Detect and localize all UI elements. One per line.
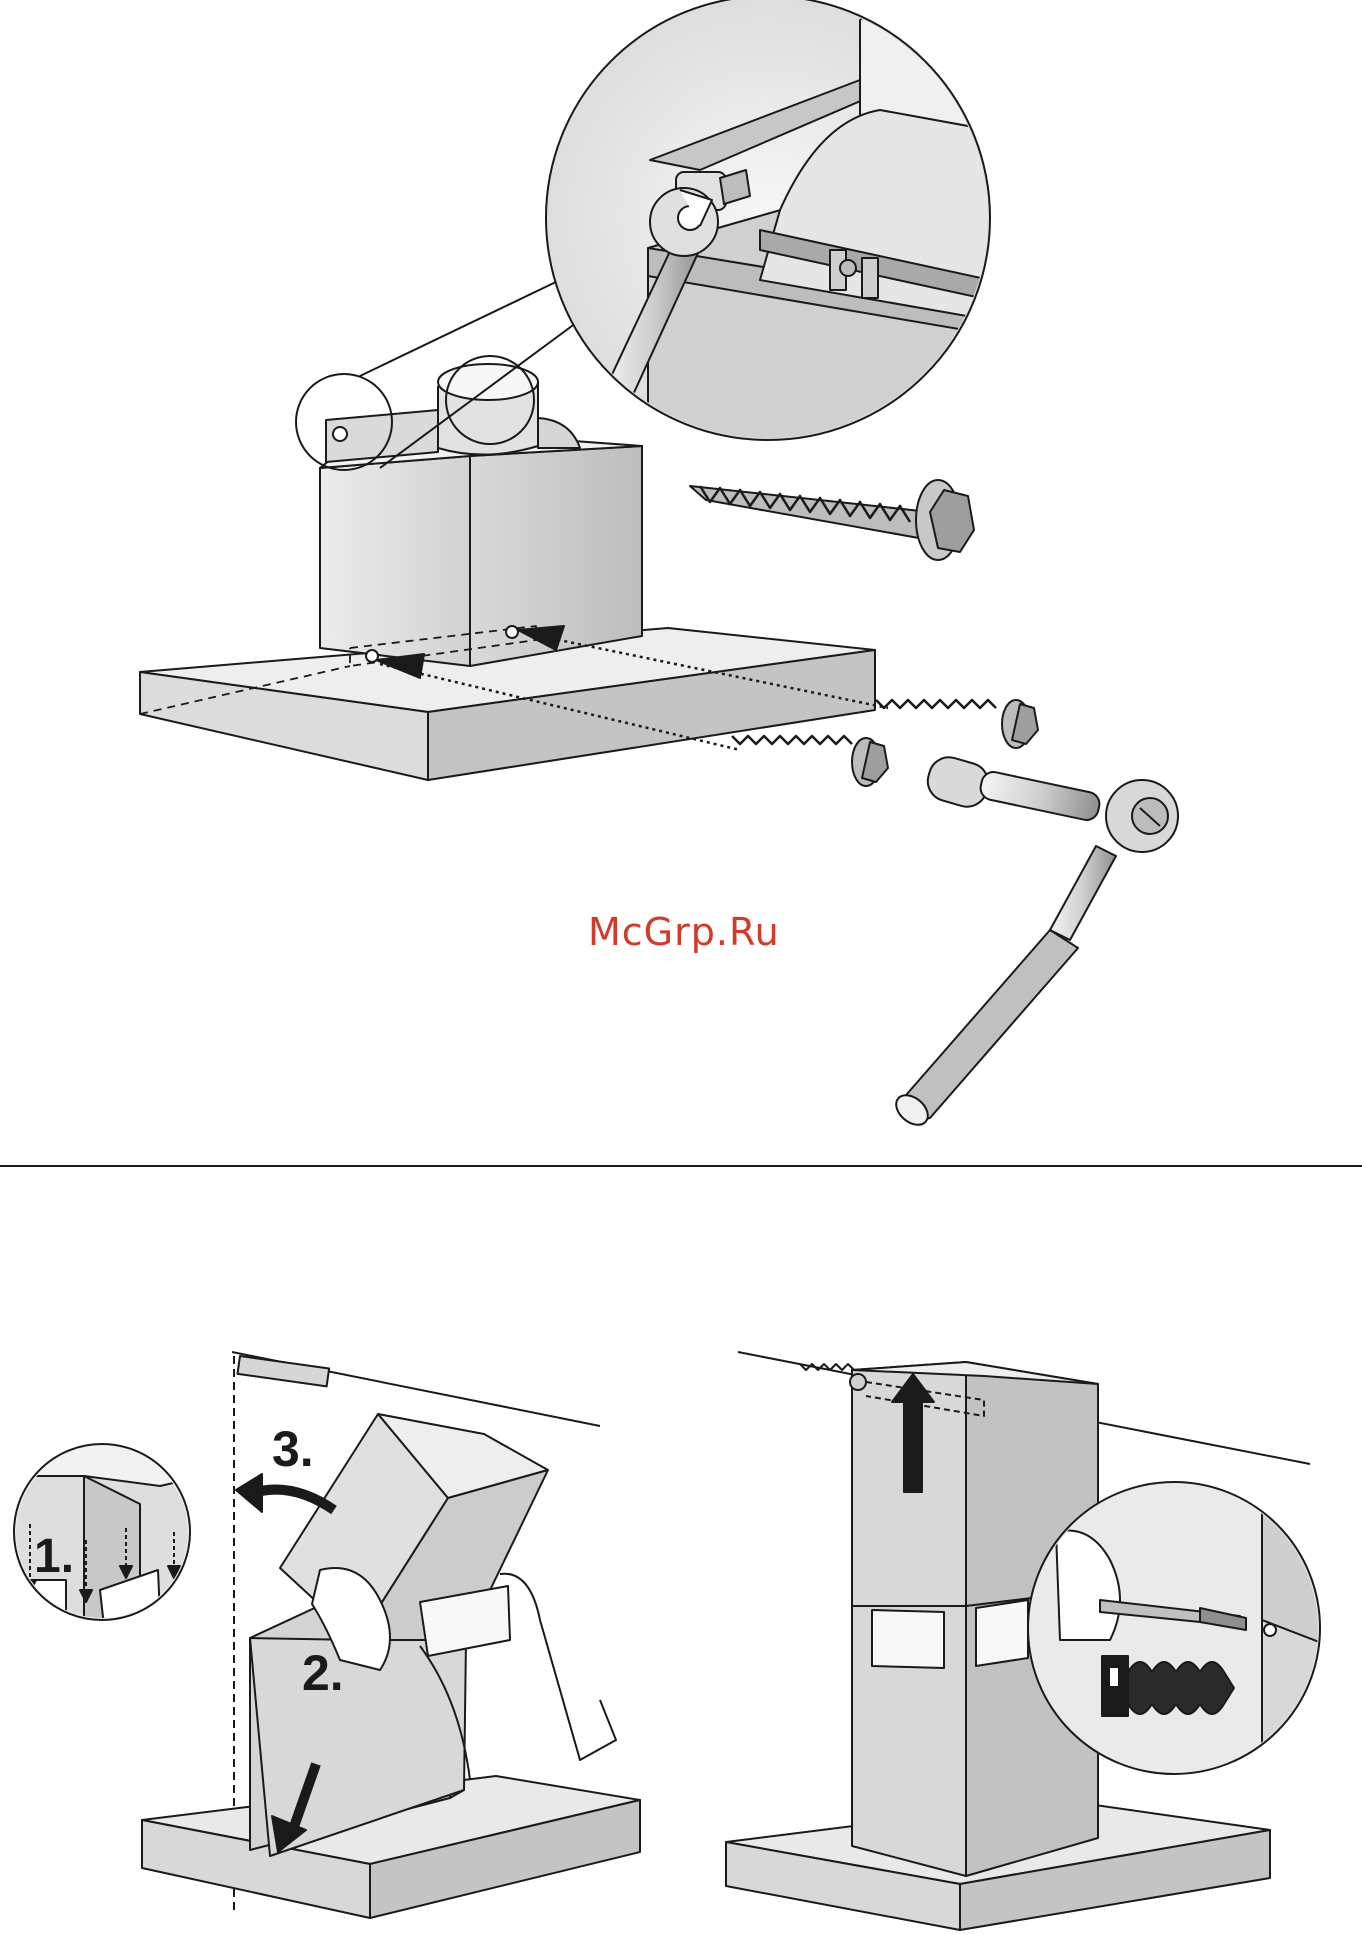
mounting-hole [366,650,378,662]
hood-mounting-illustration [140,0,1178,1131]
protective-label [872,1610,944,1668]
step-2-label: 2. [302,1645,344,1701]
ceiling-bracket [237,1356,329,1386]
step-3-label: 3. [272,1421,314,1477]
fixing-screw-lower [732,736,888,786]
mounting-hole [506,626,518,638]
ceiling-screw [800,1364,866,1390]
rear-mounting-bracket [326,410,438,462]
right-hand [500,1574,616,1760]
step-1-label: 1. [34,1530,74,1583]
chimney-fixing-illustration [726,1352,1340,1930]
rotate-arrow-head [236,1474,262,1512]
socket-ratchet-tool [890,753,1178,1131]
watermark: McGrp.Ru [588,910,780,954]
chimney-fitting-illustration: 3. 2. 1. [10,1352,640,1918]
protective-label [976,1600,1028,1666]
zoom-detail-wrench [546,0,1000,440]
fixing-screw-upper [876,700,1038,748]
wall-screw-large [690,480,974,560]
slide-up-arrow [904,1398,922,1492]
detail-circle-screwdriver [1028,1480,1340,1780]
zoom-connector-line [360,280,560,376]
